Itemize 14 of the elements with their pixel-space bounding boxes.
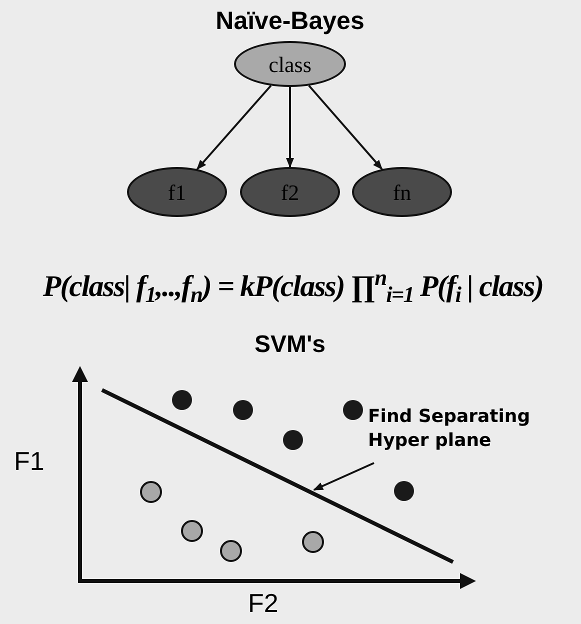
diagram-title: Naïve-Bayes (214, 6, 366, 36)
arrow (286, 87, 294, 168)
annotation-text: Find Separating Hyper plane (368, 405, 578, 461)
section-heading: SVM's (253, 330, 327, 360)
axis-label: F1 (14, 446, 44, 476)
ellipse-node: fn (352, 167, 452, 217)
arrow (308, 84, 383, 170)
ellipse-node: class (234, 41, 346, 87)
ellipse-node: f1 (127, 167, 227, 217)
axis-label: F2 (248, 588, 278, 618)
formula: P(class| f$_{1}$,..,f$_{n}$) = kP(class) ∏$^{n}$$_{i=1}$ P(f$_{i}$ | class) (42, 264, 544, 309)
ellipse-node: f2 (240, 167, 340, 217)
arrow (313, 462, 374, 491)
arrow (196, 84, 272, 170)
